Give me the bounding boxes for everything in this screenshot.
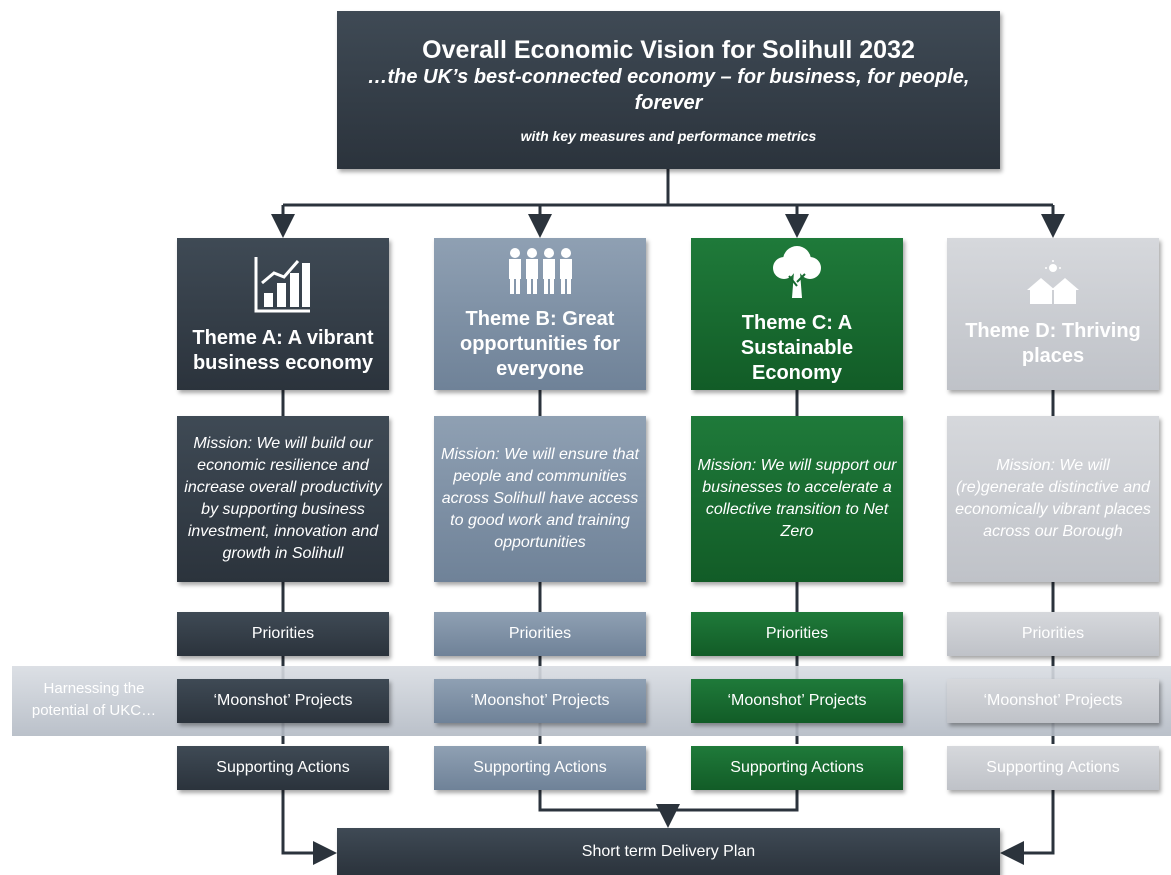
theme-d-moonshot: ‘Moonshot’ Projects: [947, 679, 1159, 723]
theme-a-actions: Supporting Actions: [177, 746, 389, 790]
theme-a-priorities: Priorities: [177, 612, 389, 656]
theme-c-priorities: Priorities: [691, 612, 903, 656]
theme-d-mission: Mission: We will (re)generate distinctiv…: [947, 416, 1159, 582]
theme-a-box: Theme A: A vibrant business economy: [177, 238, 389, 390]
vision-title: Overall Economic Vision for Solihull 203…: [422, 36, 915, 64]
theme-b-actions: Supporting Actions: [434, 746, 646, 790]
vision-subtitle: …the UK’s best-connected economy – for b…: [367, 66, 970, 114]
theme-d-priorities: Priorities: [947, 612, 1159, 656]
ukc-band-label: Harnessing the potential of UKC…: [31, 680, 157, 719]
theme-b-title: Theme B: Great opportunities for everyon…: [460, 308, 620, 380]
theme-c-moonshot: ‘Moonshot’ Projects: [691, 679, 903, 723]
theme-c-box: Theme C: A Sustainable Economy: [691, 238, 903, 390]
theme-b-mission: Mission: We will ensure that people and …: [434, 416, 646, 582]
theme-b-moonshot: ‘Moonshot’ Projects: [434, 679, 646, 723]
theme-b-priorities: Priorities: [434, 612, 646, 656]
growth-chart-icon: [252, 253, 314, 320]
theme-d-actions: Supporting Actions: [947, 746, 1159, 790]
theme-a-moonshot: ‘Moonshot’ Projects: [177, 679, 389, 723]
theme-a-title: Theme A: A vibrant business economy: [192, 326, 374, 374]
theme-d-box: Theme D: Thriving places: [947, 238, 1159, 390]
delivery-plan-box: Short term Delivery Plan: [337, 828, 1000, 875]
theme-c-mission: Mission: We will support our businesses …: [691, 416, 903, 582]
vision-box: Overall Economic Vision for Solihull 203…: [337, 11, 1000, 169]
vision-note: with key measures and performance metric…: [520, 128, 817, 144]
houses-sun-icon: [1023, 259, 1083, 313]
people-icon: [505, 246, 575, 301]
theme-c-title: Theme C: A Sustainable Economy: [740, 312, 854, 384]
theme-d-title: Theme D: Thriving places: [965, 319, 1141, 367]
theme-b-box: Theme B: Great opportunities for everyon…: [434, 238, 646, 390]
tree-icon: [769, 242, 825, 305]
theme-a-mission: Mission: We will build our economic resi…: [177, 416, 389, 582]
theme-c-actions: Supporting Actions: [691, 746, 903, 790]
